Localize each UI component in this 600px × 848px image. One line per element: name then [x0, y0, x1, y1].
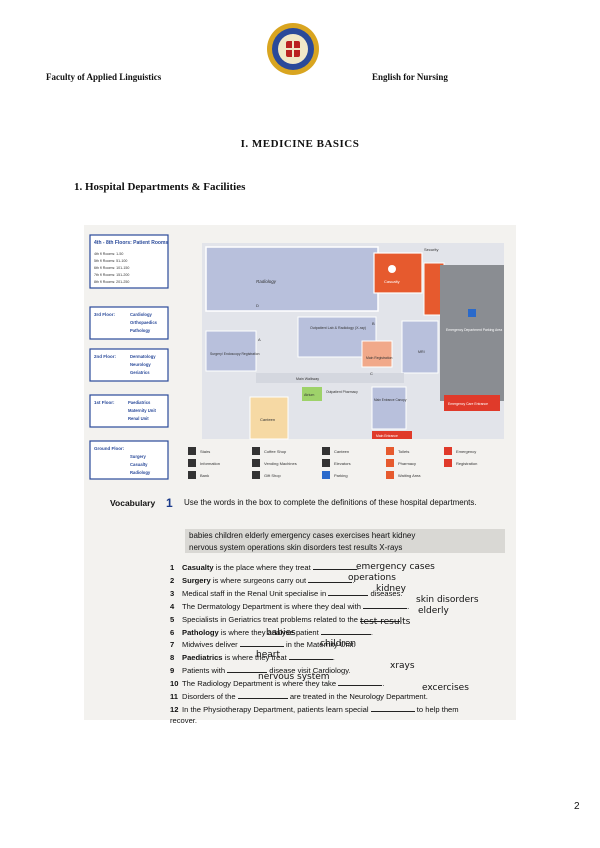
floor-guide-item: Maternity Unit	[128, 408, 157, 413]
answer-text: kidney	[376, 584, 406, 594]
floor-guide-heading-2: 2nd Floor:	[94, 354, 116, 359]
room-label: Emergency Care Entrance	[448, 402, 488, 406]
answer-text: xrays	[390, 661, 415, 671]
room-label: Surgery/ Endoscopy Registration	[210, 352, 260, 356]
floor-guide-item: Renal Unit	[128, 416, 149, 421]
subsection-title: 1. Hospital Departments & Facilities	[74, 181, 246, 193]
answer-text: heart	[256, 650, 280, 660]
room-label: Radiology	[256, 279, 277, 284]
floor-guide-item: Radiology	[130, 470, 151, 475]
floor-guide-item: Casualty	[130, 462, 148, 467]
legend-label: Vending Machines	[264, 461, 297, 466]
floor-guide-item: Pathology	[130, 328, 151, 333]
floor-guide-item: Neurology	[130, 362, 151, 367]
vocabulary-label: Vocabulary	[110, 498, 156, 508]
legend-label: Information	[200, 461, 220, 466]
room-label: Outpatient Pharmacy	[326, 390, 358, 394]
legend-label: Coffee Shop	[264, 449, 287, 454]
room-label: Atrium	[304, 393, 314, 397]
answer-text: children	[320, 639, 357, 649]
legend-label: Stairs	[200, 449, 210, 454]
floor-guide-item: Orthopaedics	[130, 320, 158, 325]
room-label: Emergency Department Parking Area	[446, 328, 502, 332]
floor-guide-item: Cardiology	[130, 312, 153, 317]
room-label: D	[256, 303, 259, 308]
answer-text: test results	[360, 617, 411, 627]
map-legend: Stairs Coffee Shop Canteen Toilets Emerg…	[188, 447, 477, 479]
answer-text: operations	[348, 573, 396, 583]
room-label: MRI	[418, 350, 425, 354]
floor-guide-heading-0: 4th - 8th Floors: Patient Rooms	[94, 240, 168, 246]
floor-guide: 4th - 8th Floors: Patient Rooms 4th fl R…	[89, 234, 169, 480]
room-label: B	[372, 321, 375, 326]
floor-guide-item: 7th fl Rooms: 151-200	[94, 273, 129, 277]
textbook-scan: 4th - 8th Floors: Patient Rooms 4th fl R…	[84, 225, 516, 720]
room-label: Outpatient Lab & Radiology (X-ray)	[310, 326, 366, 330]
floor-guide-item: Dermatology	[130, 354, 156, 359]
legend-label: Canteen	[334, 449, 349, 454]
legend-label: Elevators	[334, 461, 351, 466]
floor-guide-item: Surgery	[130, 454, 146, 459]
answer-text: elderly	[418, 606, 449, 616]
answer-text: skin disorders	[416, 595, 479, 605]
floor-guide-item: 6th fl Rooms: 101-150	[94, 266, 129, 270]
word-box-line: nervous system operations skin disorders…	[189, 543, 403, 552]
course-name: English for Nursing	[372, 72, 448, 82]
section-title: I. MEDICINE BASICS	[240, 138, 360, 150]
floor-guide-item: 4th fl Rooms: 1-50	[94, 252, 123, 256]
legend-label: Registration	[456, 461, 477, 466]
answer-text: excercises	[422, 683, 469, 693]
floor-guide-heading-4: Ground Floor:	[94, 446, 125, 451]
legend-label: Parking	[334, 473, 348, 478]
room-label: Security	[424, 247, 438, 252]
hospital-floor-plan: 4th - 8th Floors: Patient Rooms 4th fl R…	[89, 234, 504, 480]
room-label: A	[258, 337, 261, 342]
room-label: Main Registration	[366, 356, 392, 360]
legend-label: Bank	[200, 473, 209, 478]
room-label: Main Entrance Canopy	[374, 398, 407, 402]
answer-text: babies	[266, 628, 296, 638]
answer-text: nervous system	[258, 672, 330, 682]
floor-guide-heading-1: 3rd Floor:	[94, 312, 116, 317]
word-box: babies children elderly emergency cases …	[185, 529, 505, 553]
page-number: 2	[574, 801, 580, 812]
answer-text: emergency cases	[356, 562, 435, 572]
university-seal-logo	[267, 23, 319, 75]
legend-label: Gift Shop	[264, 473, 281, 478]
room-label: Canteen	[260, 417, 275, 422]
word-box-line: babies children elderly emergency cases …	[189, 531, 416, 540]
room-label: Main Walkway	[296, 377, 319, 381]
exercise-number: 1	[166, 496, 173, 510]
legend-label: Emergency	[456, 449, 476, 454]
room-label: Main Entrance	[376, 434, 398, 438]
floor-guide-item: Geriatrics	[130, 370, 150, 375]
floor-guide-heading-3: 1st Floor:	[94, 400, 115, 405]
floor-guide-item: 5th fl Rooms: 51-100	[94, 259, 127, 263]
legend-label: Toilets	[398, 449, 409, 454]
building-plan: Radiology Casualty Emergency Entrance Se…	[202, 243, 504, 440]
legend-label: Waiting Area	[398, 473, 421, 478]
exercise-instruction: Use the words in the box to complete the…	[184, 498, 477, 507]
room-label: Casualty	[384, 279, 400, 284]
faculty-name: Faculty of Applied Linguistics	[46, 72, 162, 82]
floor-guide-item: Paediatrics	[128, 400, 151, 405]
legend-label: Pharmacy	[398, 461, 416, 466]
floor-guide-item: 8th fl Rooms: 201-250	[94, 280, 129, 284]
room-label: C	[370, 371, 373, 376]
